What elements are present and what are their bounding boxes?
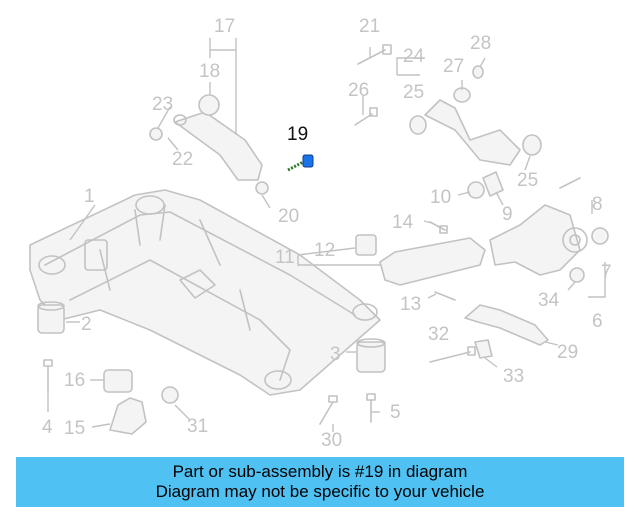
callout-23: 23 xyxy=(152,94,173,115)
trailing-arm xyxy=(355,234,486,286)
callout-28: 28 xyxy=(470,33,491,54)
bushing-3 xyxy=(356,338,386,373)
callout-25-lower: 25 xyxy=(517,170,538,191)
mount-15 xyxy=(109,397,147,435)
bolt-4 xyxy=(43,359,53,393)
banner-line-2: Diagram may not be specific to your vehi… xyxy=(155,482,485,501)
bolt-26 xyxy=(354,107,378,126)
bracket-9 xyxy=(482,171,504,197)
callout-22: 22 xyxy=(172,149,193,170)
callout-8: 8 xyxy=(592,194,603,215)
bushing-2 xyxy=(37,301,65,334)
parts-diagram: 17 18 23 22 20 19 21 24 25 26 27 28 25 1… xyxy=(29,16,612,451)
bushing-34 xyxy=(569,267,585,283)
upper-arm xyxy=(409,65,542,166)
callout-19: 19 xyxy=(287,124,308,145)
callout-1: 1 xyxy=(84,186,95,207)
info-banner: Part or sub-assembly is #19 in diagram D… xyxy=(16,457,624,507)
callout-27: 27 xyxy=(443,56,464,77)
callout-6: 6 xyxy=(592,311,603,332)
lower-arm xyxy=(149,94,269,195)
banner-line-1: Part or sub-assembly is #19 in diagram xyxy=(172,462,468,481)
callout-9: 9 xyxy=(502,204,513,225)
callout-33: 33 xyxy=(503,366,524,387)
callout-7: 7 xyxy=(601,262,612,283)
callout-12: 12 xyxy=(314,240,335,261)
callout-18: 18 xyxy=(199,61,220,82)
callout-34: 34 xyxy=(538,290,560,311)
callout-21: 21 xyxy=(359,16,380,37)
knuckle xyxy=(489,177,609,276)
leader-lines xyxy=(47,38,606,432)
bolt-30 xyxy=(319,395,338,425)
callout-14: 14 xyxy=(392,212,414,233)
bracket-33 xyxy=(474,339,493,359)
mount-16 xyxy=(103,369,133,393)
callout-30: 30 xyxy=(321,430,342,451)
callout-2: 2 xyxy=(81,314,92,335)
callout-11: 11 xyxy=(275,247,295,268)
callout-10: 10 xyxy=(430,187,451,208)
bolt-5 xyxy=(366,393,376,423)
bushing-31 xyxy=(161,386,179,404)
callout-15: 15 xyxy=(64,418,85,439)
bolt-14 xyxy=(429,221,448,234)
callout-4: 4 xyxy=(42,417,53,438)
lateral-link xyxy=(464,304,549,346)
callout-labels: 17 18 23 22 20 19 21 24 25 26 27 28 25 1… xyxy=(42,16,612,451)
bolt-21 xyxy=(357,44,392,65)
bushing-10 xyxy=(467,181,485,199)
bolt-13 xyxy=(434,291,456,301)
bolt-32 xyxy=(429,346,476,363)
bolt-19-highlighted xyxy=(287,154,314,172)
callout-29: 29 xyxy=(557,342,578,363)
callout-24: 24 xyxy=(403,46,425,67)
callout-20: 20 xyxy=(278,206,299,227)
callout-13: 13 xyxy=(400,294,421,315)
callout-16: 16 xyxy=(64,370,85,391)
callout-31: 31 xyxy=(187,416,208,437)
callout-17: 17 xyxy=(214,16,235,37)
subframe xyxy=(29,189,381,396)
callout-32: 32 xyxy=(428,324,449,345)
callout-26: 26 xyxy=(348,80,369,101)
callout-25-upper: 25 xyxy=(403,82,424,103)
callout-3: 3 xyxy=(330,344,341,365)
callout-5: 5 xyxy=(390,402,401,423)
